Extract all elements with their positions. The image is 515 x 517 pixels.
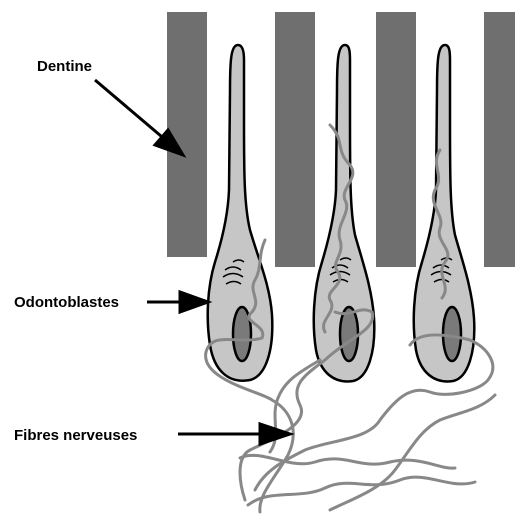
dentine-block-1 xyxy=(167,12,207,257)
dentine-block-2 xyxy=(275,12,315,267)
dentine-block-4 xyxy=(484,12,515,267)
dentine-arrow-line xyxy=(95,80,168,142)
label-odontoblastes: Odontoblastes xyxy=(14,294,119,311)
dentine-block-3 xyxy=(376,12,416,267)
odontoblastes-arrow-head xyxy=(180,292,208,312)
nucleus-3 xyxy=(443,307,461,361)
label-dentine: Dentine xyxy=(37,58,92,75)
nerve-fibre-plexus-2 xyxy=(248,477,475,505)
nerve-fibre-plexus-1 xyxy=(240,455,455,468)
nerve-fibre-plexus-3 xyxy=(330,395,495,510)
label-fibres-nerveuses: Fibres nerveuses xyxy=(14,427,137,444)
